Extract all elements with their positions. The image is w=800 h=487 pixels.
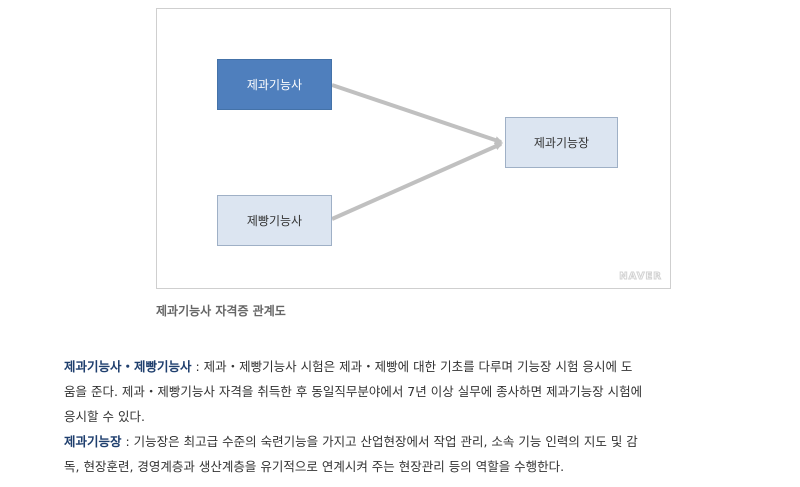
node-bread-technician: 제빵기능사 [217,195,332,246]
diagram-arrows [331,83,503,221]
node-master-craftsman: 제과기능장 [505,117,618,168]
term-label: 제과기능사・제빵기능사 [64,359,192,374]
term-label: 제과기능장 [64,434,122,449]
paragraph-line: 응시할 수 있다. [64,409,145,424]
description-text: 제과기능사・제빵기능사 : 제과・제빵기능사 시험은 제과・제빵에 대한 기초를… [64,354,774,479]
naver-watermark: NAVER [619,271,662,283]
figure-caption: 제과기능사 자격증 관계도 [156,304,286,318]
arrow-baking-to-master [331,83,503,144]
node-baking-technician: 제과기능사 [217,59,332,110]
relationship-diagram: 제과기능사 제빵기능사 제과기능장 NAVER [156,8,671,289]
paragraph-line: 움을 준다. 제과・제빵기능사 자격을 취득한 후 동일직무분야에서 7년 이상… [64,384,643,399]
node-label: 제과기능장 [533,136,590,150]
node-label: 제과기능사 [246,78,303,92]
paragraph-line: 독, 현장훈련, 경영계층과 생산계층을 유기적으로 연계시켜 주는 현장관리 … [64,459,565,474]
paragraph-line: 제과기능사・제빵기능사 : 제과・제빵기능사 시험은 제과・제빵에 대한 기초를… [64,359,633,374]
node-label: 제빵기능사 [246,214,303,228]
paragraph-line: 제과기능장 : 기능장은 최고급 수준의 숙련기능을 가지고 산업현장에서 작업… [64,434,638,449]
arrow-bread-to-master [331,142,503,221]
